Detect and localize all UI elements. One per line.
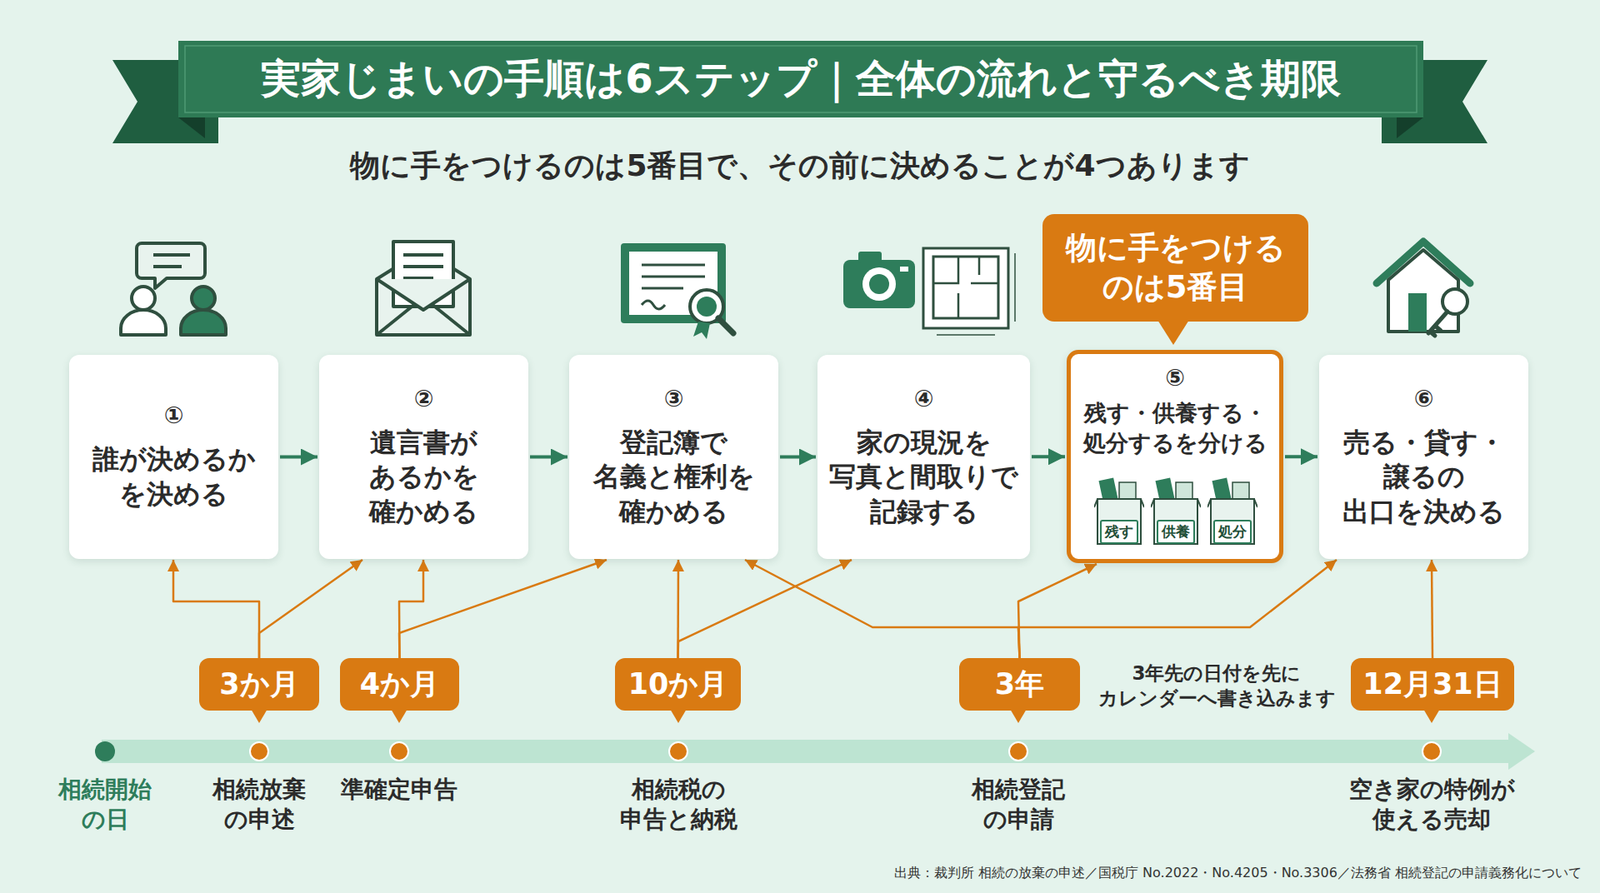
source-caption: 出典：裁判所 相続の放棄の申述／国税庁 No.2022・No.4205・No.3… <box>894 865 1582 881</box>
deadline-text: 3か月 <box>219 665 299 705</box>
title-text: 実家じまいの手順は6ステップ｜全体の流れと守るべき期限 <box>260 52 1340 106</box>
step-text: 売る・貸す・ 譲るの 出口を決める <box>1342 425 1505 530</box>
category-label: 残す <box>1100 520 1139 545</box>
flow-arrow <box>780 455 816 460</box>
flow-arrow <box>530 455 568 460</box>
label-holder: 物に手をつけるのは5番目で、その前に決めることが4つあります <box>350 146 1250 186</box>
timeline-label: 準確定申告 <box>340 775 458 805</box>
deadline-arrow <box>745 560 1020 659</box>
process-box: ④ 家の現況を 写真と間取りで 記録する <box>817 355 1030 560</box>
label-holder: 準確定申告 <box>340 775 458 805</box>
step-text: 遺言書が あるかを 確かめる <box>369 425 480 530</box>
step-number: ⑤ <box>1165 364 1185 392</box>
house-key-icon <box>1376 241 1470 336</box>
timeline-label: 相続放棄 の申述 <box>212 775 306 836</box>
step-number: ③ <box>664 385 685 413</box>
step-text: 誰が決めるか を決める <box>92 442 256 512</box>
deadline-badge: 10か月 <box>615 658 741 711</box>
deadline-arrow <box>399 560 607 659</box>
callout-tail <box>1157 320 1190 345</box>
callout-text: 物に手をつける のは5番目 <box>1065 229 1286 307</box>
deadline-arrow <box>259 560 363 659</box>
label-holder: 相続登記 の申請 <box>971 775 1065 836</box>
step-number: ④ <box>914 385 935 413</box>
envelope-icon <box>376 241 470 335</box>
flow-arrow <box>1031 455 1065 459</box>
step-text: 家の現況を 写真と間取りで 記録する <box>829 425 1019 530</box>
label-holder: 相続税の 申告と納税 <box>620 775 738 836</box>
category-box: 残す <box>1094 477 1145 548</box>
note-text: 3年先の日付を先に カレンダーへ書き込みます <box>1098 661 1336 712</box>
deadline-arrow <box>1431 560 1433 659</box>
caption-holder: 出典：裁判所 相続の放棄の申述／国税庁 No.2022・No.4205・No.3… <box>894 865 1582 883</box>
deadline-badge: 3年 <box>959 658 1080 711</box>
category-box: 処分 <box>1207 477 1258 548</box>
title-banner <box>112 40 1488 144</box>
process-box: ⑥ 売る・貸す・ 譲るの 出口を決める <box>1319 355 1529 560</box>
timeline-label: 相続開始 の日 <box>58 775 152 836</box>
timeline-label: 空き家の特例が 使える売却 <box>1349 775 1515 836</box>
deadline-text: 3年 <box>995 665 1045 705</box>
step-number: ⑥ <box>1414 385 1435 413</box>
category-label: 供養 <box>1156 520 1195 545</box>
step-text: 登記簿で 名義と権利を 確かめる <box>593 425 755 530</box>
step-number: ① <box>164 401 185 430</box>
flow-arrow <box>280 455 318 460</box>
step-text: 残す・供養する・ 処分するを分ける <box>1083 398 1268 460</box>
timeline-label: 相続税の 申告と納税 <box>620 775 738 836</box>
step-number: ② <box>414 385 435 413</box>
label-holder: 相続開始 の日 <box>58 775 152 836</box>
deadline-arrow <box>1018 560 1337 659</box>
category-label: 処分 <box>1213 520 1252 545</box>
floor-plan-icon <box>923 248 1015 335</box>
deadline-text: 12月31日 <box>1362 665 1502 705</box>
people-icon <box>120 243 226 335</box>
deadline-arrow <box>399 560 424 659</box>
label-holder: 相続放棄 の申述 <box>212 775 306 836</box>
deadline-text: 4か月 <box>360 665 440 705</box>
deadline-badge: 4か月 <box>340 658 460 711</box>
label-holder: 3年先の日付を先に カレンダーへ書き込みます <box>1098 661 1336 712</box>
callout-bubble: 物に手をつける のは5番目 <box>1042 214 1309 322</box>
deadline-badge: 12月31日 <box>1350 658 1515 711</box>
subtitle: 物に手をつけるのは5番目で、その前に決めることが4つあります <box>350 146 1250 186</box>
label-holder: 空き家の特例が 使える売却 <box>1349 775 1515 836</box>
deadline-arrow <box>678 560 853 659</box>
deadline-badge: 3か月 <box>199 658 320 711</box>
process-box: ① 誰が決めるか を決める <box>69 355 279 560</box>
deadline-arrow <box>1018 564 1097 659</box>
timeline-label: 相続登記 の申請 <box>971 775 1065 836</box>
deadline-arrow <box>173 560 260 659</box>
flow-arrow <box>1285 455 1318 459</box>
deadline-text: 10か月 <box>628 665 729 705</box>
process-box: ② 遺言書が あるかを 確かめる <box>319 355 529 560</box>
process-box: ③ 登記簿で 名義と権利を 確かめる <box>569 355 779 560</box>
camera-icon <box>843 251 915 309</box>
title-holder: 実家じまいの手順は6ステップ｜全体の流れと守るべき期限 <box>178 40 1424 118</box>
timeline-bar <box>95 709 1535 770</box>
certificate-icon <box>620 243 734 340</box>
highlight-box: ⑤ 残す・供養する・ 処分するを分ける残す供養処分 <box>1066 350 1284 564</box>
category-box: 供養 <box>1150 477 1201 548</box>
